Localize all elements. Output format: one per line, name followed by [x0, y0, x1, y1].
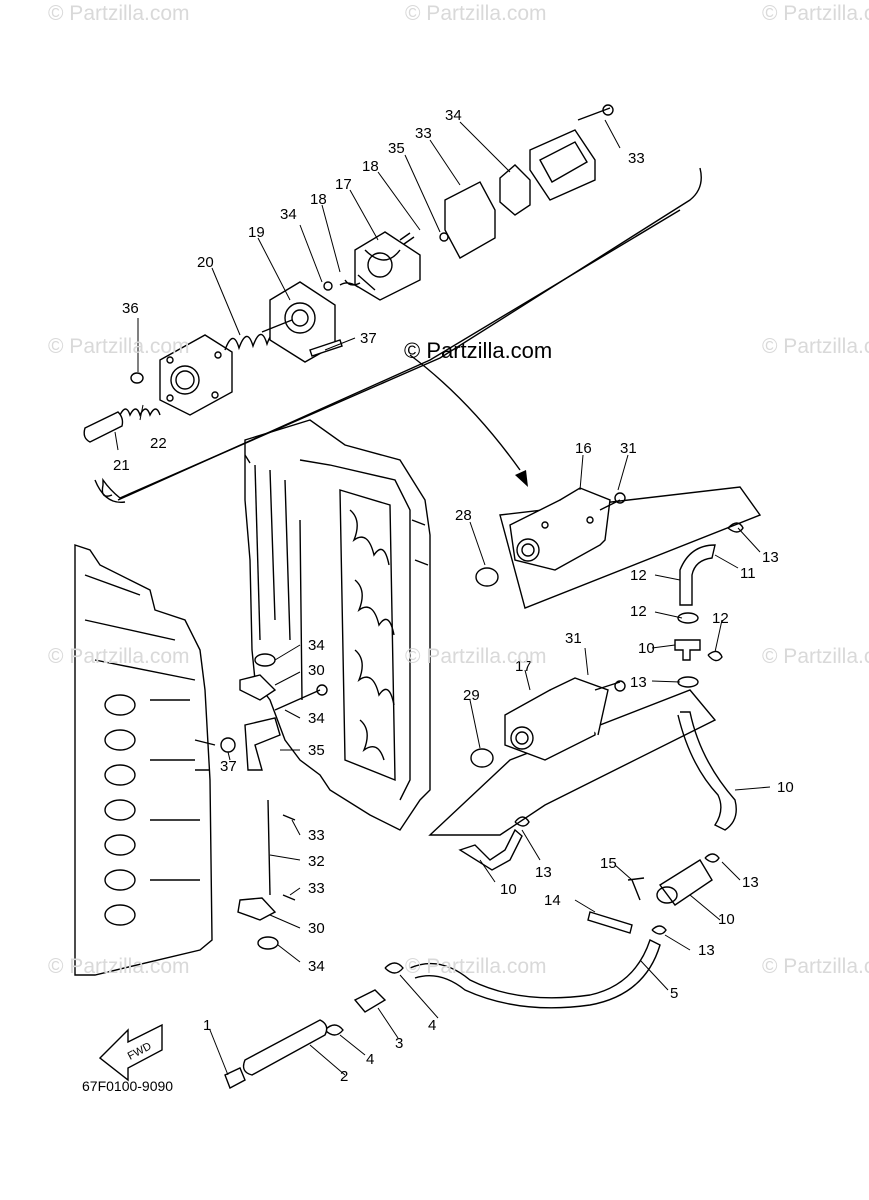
callout: 4	[428, 1017, 436, 1034]
strap-14	[587, 911, 633, 934]
callout: 36	[122, 300, 139, 317]
clamp-4-upper	[384, 962, 404, 974]
callout: 33	[415, 125, 432, 142]
watermark: © Partzilla.com	[762, 335, 869, 358]
callout: 18	[310, 191, 327, 208]
callout: 37	[360, 330, 377, 347]
watermark: © Partzilla.com	[48, 645, 190, 668]
callout: 17	[335, 176, 352, 193]
callout: 12	[630, 603, 647, 620]
hose-9	[458, 828, 523, 871]
callout: 35	[388, 140, 405, 157]
callout: 11	[740, 565, 756, 582]
watermark: © Partzilla.com	[48, 955, 190, 978]
callout: 10	[718, 911, 735, 928]
pin-28	[309, 339, 343, 357]
clamp-4-lower	[324, 1024, 344, 1036]
watermark: © Partzilla.com	[405, 645, 547, 668]
hose-7	[677, 711, 737, 831]
watermark: © Partzilla.com	[405, 2, 547, 25]
callout: 12	[630, 567, 647, 584]
callout: 13	[742, 874, 759, 891]
callout: 10	[638, 640, 655, 657]
tee-joint-8	[674, 612, 723, 688]
callout: 13	[630, 674, 647, 691]
arrow-head	[515, 470, 528, 487]
gasket-24	[444, 181, 496, 259]
engine-block	[244, 419, 431, 831]
fuel-pump-lower	[428, 677, 717, 836]
callout: 16	[575, 440, 592, 457]
callout: 34	[308, 710, 325, 727]
fuel-pump-upper	[499, 486, 762, 609]
callout: 12	[712, 610, 729, 627]
callout: 22	[150, 435, 167, 452]
callout: 15	[600, 855, 617, 872]
callout: 37	[220, 758, 237, 775]
o-ring-lower	[470, 748, 494, 768]
callout: 28	[455, 507, 472, 524]
callout: 13	[535, 864, 552, 881]
gasket-26	[499, 164, 531, 216]
callout: 32	[308, 853, 325, 870]
callout: 35	[308, 742, 325, 759]
diagram-code: 67F0100-9090	[82, 1078, 174, 1094]
hose-5	[409, 939, 661, 1009]
callout: 34	[280, 206, 297, 223]
callout: 34	[308, 958, 325, 975]
watermark: © Partzilla.com	[762, 955, 869, 978]
callout: 30	[308, 662, 325, 679]
callout: 3	[395, 1035, 403, 1052]
watermark-main: © Partzilla.com	[404, 338, 553, 363]
o-ring-upper	[475, 567, 499, 587]
diaphragm-19	[261, 281, 336, 363]
watermark: © Partzilla.com	[48, 2, 190, 25]
leader-lines	[114, 119, 771, 1076]
screw-15	[627, 877, 645, 901]
callout: 33	[308, 827, 325, 844]
callout: 20	[197, 254, 214, 271]
callout: 34	[445, 107, 462, 124]
cylinder-block-left	[74, 544, 216, 976]
callout-numbers: 36 22 21 20 19 34 18 17 18 35 33 34 33 3…	[113, 107, 794, 1085]
watermark: © Partzilla.com	[48, 335, 190, 358]
cover-23	[529, 104, 614, 201]
callout: 13	[698, 942, 715, 959]
callout: 33	[308, 880, 325, 897]
callout: 18	[362, 158, 379, 175]
callout: 2	[340, 1068, 348, 1085]
detail-arrow	[409, 354, 521, 471]
callout: 14	[544, 892, 561, 909]
callout: 33	[628, 150, 645, 167]
callout: 31	[565, 630, 582, 647]
linkage-parts	[220, 653, 328, 950]
fitting-1	[224, 1067, 246, 1089]
callout: 10	[777, 779, 794, 796]
callout: 31	[620, 440, 637, 457]
callout: 19	[248, 224, 265, 241]
callout: 21	[113, 457, 130, 474]
callout: 34	[308, 637, 325, 654]
callout: 30	[308, 920, 325, 937]
callout: 10	[500, 881, 517, 898]
inset-panel	[94, 167, 702, 504]
pump-body-17	[339, 231, 421, 301]
callout: 13	[762, 549, 779, 566]
fuel-filter-6	[651, 853, 720, 935]
pump-cap-assembly	[83, 334, 233, 443]
callout: 5	[670, 985, 678, 1002]
callout: 17	[515, 658, 532, 675]
fwd-arrow: FWD	[98, 1023, 163, 1082]
watermark: © Partzilla.com	[405, 955, 547, 978]
callout: 1	[203, 1017, 211, 1034]
callout: 4	[366, 1051, 374, 1068]
callout: 29	[463, 687, 480, 704]
watermark: © Partzilla.com	[762, 645, 869, 668]
hose-2	[242, 1019, 328, 1076]
watermark: © Partzilla.com	[762, 2, 869, 25]
joint-3	[353, 989, 387, 1013]
